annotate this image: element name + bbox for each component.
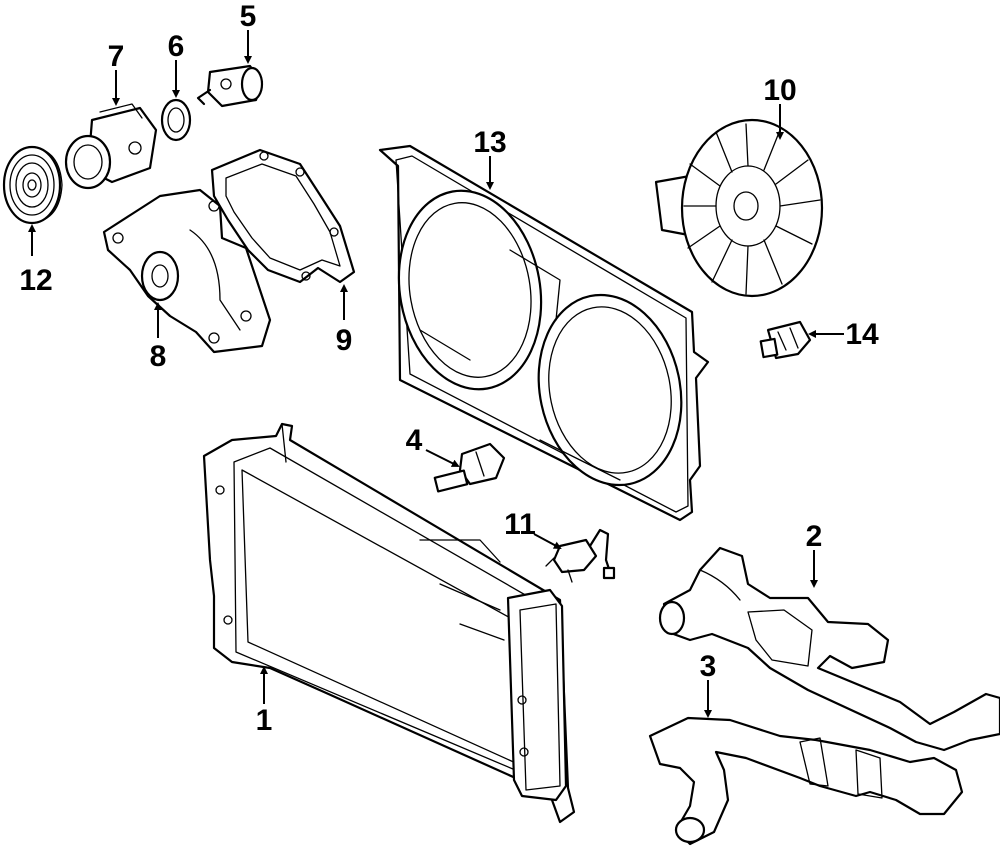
- lower-hose: [648, 716, 964, 846]
- callout-11: 11: [504, 508, 562, 549]
- gasket-ring: [160, 98, 192, 142]
- callout-label: 8: [150, 340, 167, 373]
- callout-label: 7: [108, 40, 125, 73]
- callout-6: 6: [168, 30, 185, 98]
- callout-label: 12: [19, 264, 52, 297]
- callout-label: 3: [700, 650, 717, 683]
- callout-label: 6: [168, 30, 185, 63]
- callout-10: 10: [763, 74, 797, 140]
- thermostat: [196, 64, 264, 108]
- pump-gasket: [210, 148, 356, 284]
- coolant-sensor: [433, 442, 506, 493]
- callout-label: 5: [240, 0, 257, 33]
- callout-label: 10: [763, 74, 796, 107]
- callout-7: 7: [108, 40, 125, 106]
- callout-label: 13: [473, 126, 506, 159]
- callout-2: 2: [806, 520, 823, 588]
- callout-4: 4: [406, 424, 460, 467]
- level-sensor: [545, 528, 616, 583]
- callout-9: 9: [336, 284, 353, 357]
- cooling-fan: [654, 118, 824, 298]
- callout-label: 9: [336, 324, 353, 357]
- water-pump: [102, 188, 272, 354]
- callout-3: 3: [700, 650, 717, 718]
- callout-14: 14: [808, 318, 879, 351]
- callout-13: 13: [473, 126, 507, 190]
- callout-1: 1: [256, 666, 273, 737]
- fan-shroud: [378, 144, 710, 522]
- callout-label: 4: [406, 424, 423, 457]
- callout-8: 8: [150, 302, 167, 373]
- radiator: [202, 422, 576, 824]
- temperature-switch: [759, 320, 812, 360]
- upper-hose: [658, 546, 1000, 752]
- callout-label: 2: [806, 520, 823, 553]
- callout-label: 11: [504, 508, 536, 541]
- callout-5: 5: [240, 0, 257, 64]
- callout-12: 12: [19, 224, 53, 297]
- water-outlet: [64, 103, 158, 190]
- callout-label: 1: [256, 704, 273, 737]
- pulley: [2, 145, 63, 225]
- callout-label: 14: [845, 318, 879, 351]
